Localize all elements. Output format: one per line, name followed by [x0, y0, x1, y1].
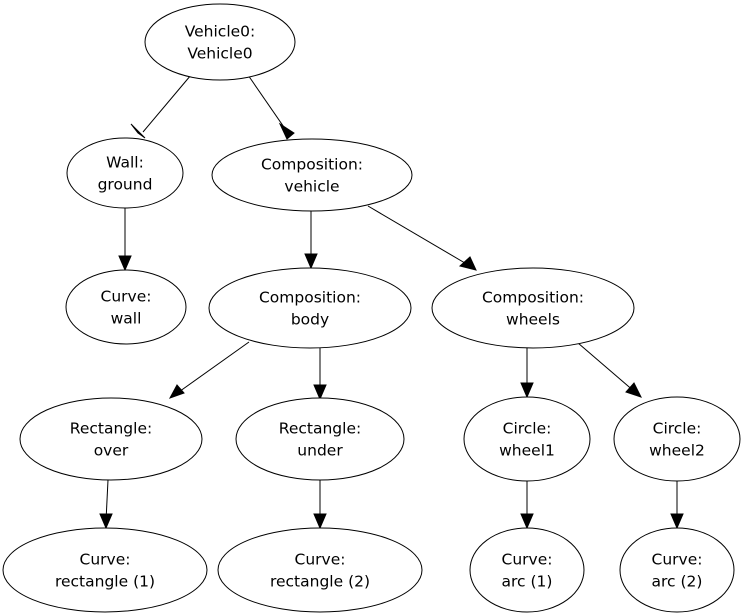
edge-composition_vehicle-to-composition_body: [304, 211, 318, 270]
edges-layer: [99, 74, 684, 530]
edge-line: [142, 74, 192, 133]
edge-line: [175, 341, 250, 395]
node-curve_arc_2[interactable]: Curve:arc (2): [619, 527, 735, 613]
arrowhead-icon: [458, 256, 477, 271]
edge-composition_body-to-rectangle_over: [168, 341, 250, 399]
node-wall_ground[interactable]: Wall:ground: [66, 137, 184, 209]
node-ellipse[interactable]: [217, 527, 423, 613]
node-ellipse[interactable]: [19, 397, 203, 481]
node-curve_arc_1[interactable]: Curve:arc (1): [469, 527, 585, 613]
node-composition_vehicle[interactable]: Composition:vehicle: [211, 138, 413, 212]
node-ellipse[interactable]: [613, 396, 741, 482]
node-ellipse[interactable]: [65, 269, 187, 345]
edge-line: [247, 74, 289, 134]
node-curve_wall[interactable]: Curve:wall: [65, 269, 187, 345]
node-ellipse[interactable]: [463, 396, 591, 482]
arrowhead-icon: [520, 513, 534, 530]
node-ellipse[interactable]: [2, 527, 208, 613]
node-composition_wheels[interactable]: Composition:wheels: [431, 267, 635, 349]
node-ellipse[interactable]: [469, 527, 585, 613]
node-ellipse[interactable]: [208, 267, 412, 349]
node-circle_wheel1[interactable]: Circle:wheel1: [463, 396, 591, 482]
node-vehicle0[interactable]: Vehicle0:Vehicle0: [144, 3, 296, 81]
edge-rectangle_over-to-curve_rectangle_1: [99, 479, 113, 530]
edge-vehicle0-to-wall_ground: [130, 74, 192, 139]
arrowhead-icon: [278, 122, 295, 140]
nodes-layer: Vehicle0:Vehicle0Wall:groundComposition:…: [2, 3, 741, 613]
edge-line: [367, 205, 471, 267]
node-ellipse[interactable]: [235, 397, 405, 481]
arrowhead-icon: [670, 513, 684, 530]
arrowhead-icon: [130, 123, 146, 139]
arrowhead-icon: [168, 384, 185, 399]
node-ellipse[interactable]: [66, 137, 184, 209]
node-ellipse[interactable]: [144, 3, 296, 81]
arrowhead-icon: [520, 382, 534, 399]
node-rectangle_under[interactable]: Rectangle:under: [235, 397, 405, 481]
edge-composition_vehicle-to-composition_wheels: [367, 205, 477, 271]
node-curve_rectangle_1[interactable]: Curve:rectangle (1): [2, 527, 208, 613]
node-ellipse[interactable]: [619, 527, 735, 613]
edge-circle_wheel1-to-curve_arc_1: [520, 481, 534, 530]
node-circle_wheel2[interactable]: Circle:wheel2: [613, 396, 741, 482]
node-ellipse[interactable]: [431, 267, 635, 349]
arrowhead-icon: [118, 255, 132, 272]
arrowhead-icon: [304, 253, 318, 270]
edge-composition_wheels-to-circle_wheel2: [577, 342, 642, 398]
arrowhead-icon: [99, 513, 113, 530]
edge-circle_wheel2-to-curve_arc_2: [670, 481, 684, 530]
edge-rectangle_under-to-curve_rectangle_2: [313, 480, 327, 530]
node-curve_rectangle_2[interactable]: Curve:rectangle (2): [217, 527, 423, 613]
arrowhead-icon: [313, 384, 327, 401]
edge-composition_body-to-rectangle_under: [313, 348, 327, 401]
node-composition_body[interactable]: Composition:body: [208, 267, 412, 349]
edge-composition_wheels-to-circle_wheel1: [520, 348, 534, 399]
arrowhead-icon: [625, 382, 642, 398]
arrowhead-icon: [313, 513, 327, 530]
node-ellipse[interactable]: [211, 138, 413, 212]
edge-vehicle0-to-composition_vehicle: [247, 74, 295, 140]
edge-wall_ground-to-curve_wall: [118, 208, 132, 272]
node-rectangle_over[interactable]: Rectangle:over: [19, 397, 203, 481]
edge-line: [577, 342, 636, 393]
